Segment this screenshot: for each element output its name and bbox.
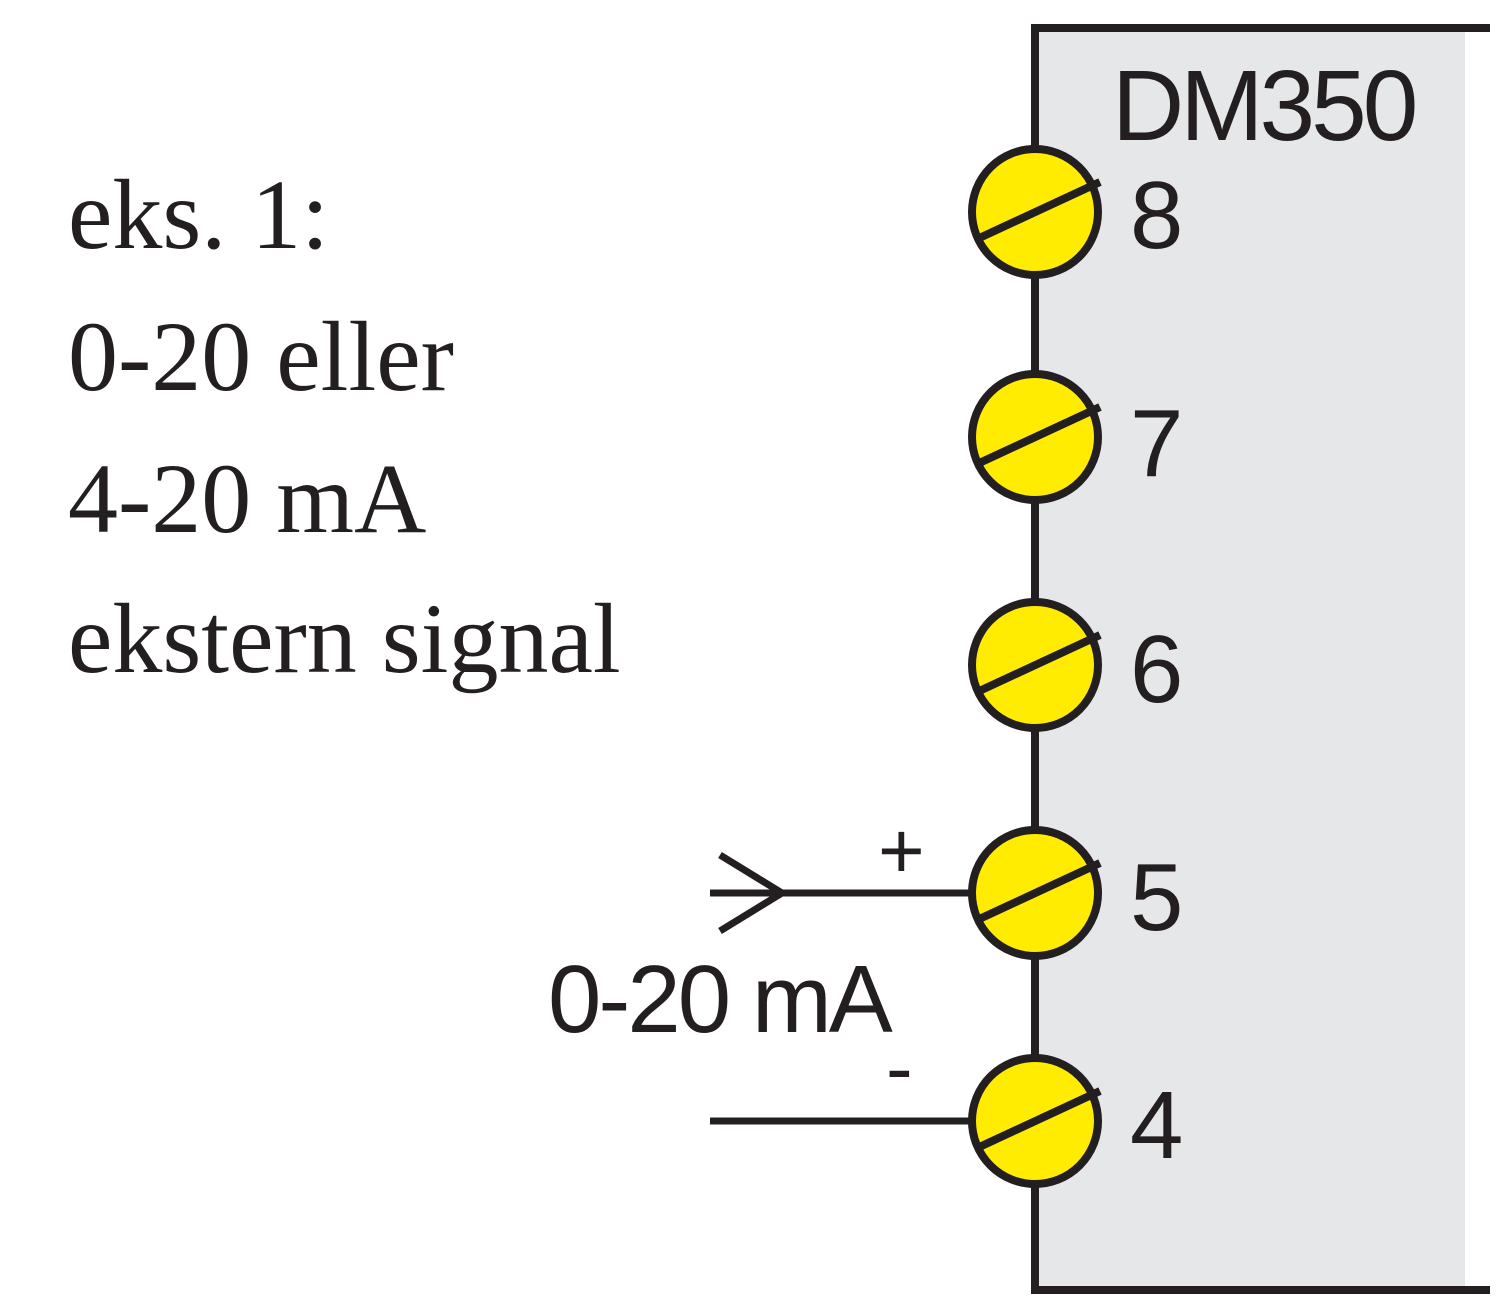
terminal-number: 8	[1130, 162, 1183, 269]
signal-label: 0-20 mA	[548, 946, 893, 1053]
terminal-4: 4	[968, 1054, 1183, 1188]
screw-slot	[973, 631, 1102, 697]
screw-slot	[973, 859, 1102, 925]
description-line-4: ekstern signal	[68, 583, 621, 694]
description-line-3: 4-20 mA	[68, 443, 426, 554]
description-line-1: eks. 1:	[68, 159, 329, 270]
terminal-number: 5	[1130, 844, 1183, 951]
terminal-5: 5	[968, 826, 1183, 960]
screw-slot	[973, 403, 1102, 469]
screw-slot	[973, 178, 1102, 244]
plus-label: +	[878, 806, 925, 895]
arrow-head-icon	[718, 852, 789, 934]
minus-label: -	[886, 1023, 913, 1112]
device-label: DM350	[1112, 50, 1415, 162]
screw-slot	[973, 1087, 1102, 1153]
terminal-number: 4	[1130, 1072, 1183, 1179]
device-housing	[1035, 28, 1465, 1290]
terminal-8: 8	[968, 145, 1183, 279]
terminal-number: 6	[1130, 616, 1183, 723]
terminal-number: 7	[1130, 390, 1183, 497]
terminal-6: 6	[968, 598, 1183, 732]
description-line-2: 0-20 eller	[68, 301, 454, 412]
terminal-7: 7	[968, 370, 1183, 504]
